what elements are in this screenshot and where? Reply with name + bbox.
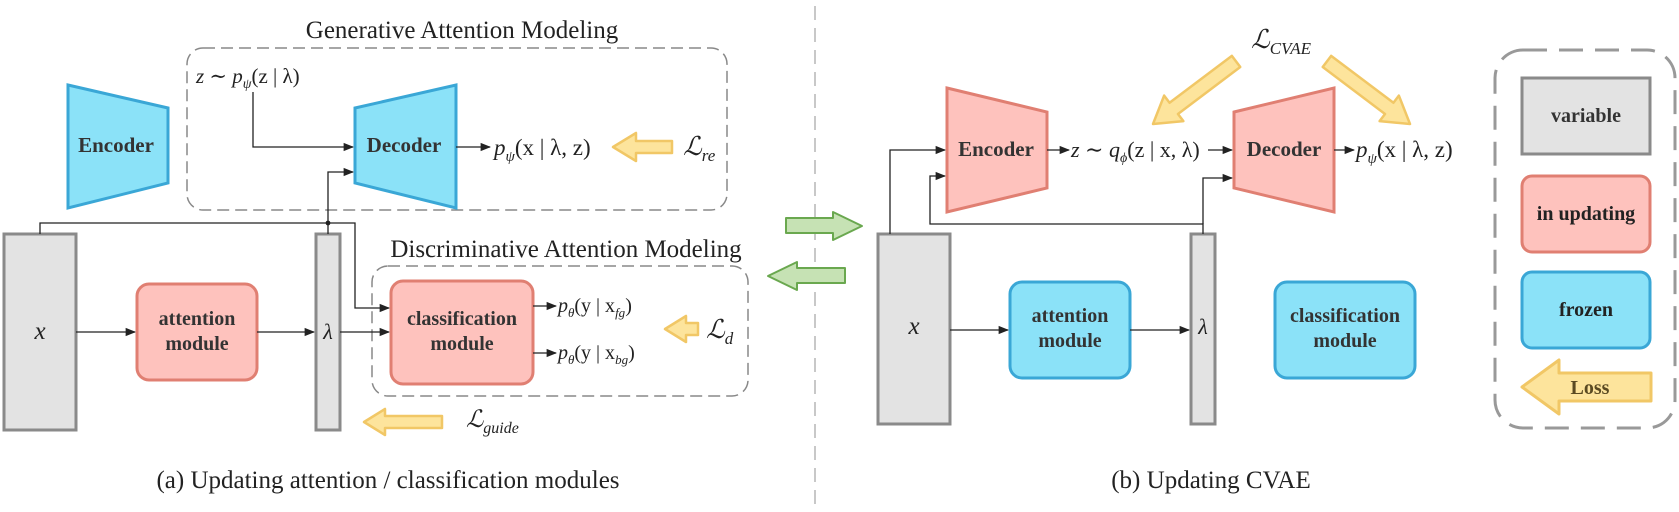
loss-cvae: ℒCVAE bbox=[1251, 25, 1312, 58]
legend-updating-swatch bbox=[1520, 174, 1652, 254]
legend-loss-arrow bbox=[1520, 358, 1653, 416]
legend-frozen-label: frozen bbox=[1559, 299, 1613, 321]
caption-b: (b) Updating CVAE bbox=[1111, 467, 1311, 494]
generative-modeling-box bbox=[186, 47, 728, 211]
legend-updating-label: in updating bbox=[1537, 203, 1635, 225]
prior-equation: z ∼ pψ(z | λ) bbox=[195, 64, 300, 92]
decoder-a bbox=[353, 83, 458, 210]
lambda-to-encoder-line bbox=[929, 171, 1204, 234]
fg-output: pθ(y | xfg) bbox=[556, 295, 632, 320]
legend-variable-label: variable bbox=[1551, 105, 1621, 127]
encoder-b bbox=[945, 86, 1049, 214]
legend-frozen-swatch bbox=[1520, 270, 1652, 350]
loss-re-arrow bbox=[611, 131, 674, 163]
decoder-b bbox=[1232, 86, 1336, 214]
loss-guide: ℒguide bbox=[466, 407, 519, 437]
bg-output: pθ(y | xbg) bbox=[556, 342, 635, 367]
x-to-encoder-line bbox=[889, 145, 947, 234]
lambda-to-decoder-b-line bbox=[1202, 173, 1234, 224]
caption-a: (a) Updating attention / classification … bbox=[156, 467, 619, 494]
decoder-output-a: pψ(x | λ, z) bbox=[492, 135, 591, 165]
discriminative-title: Discriminative Attention Modeling bbox=[390, 236, 742, 263]
lambda-to-decoder-line bbox=[327, 167, 355, 234]
x-variable-b bbox=[876, 232, 952, 426]
legend-box bbox=[1493, 48, 1677, 430]
classification-module-a bbox=[389, 279, 535, 386]
loss-d: ℒd bbox=[706, 315, 734, 348]
classification-module-b bbox=[1273, 280, 1417, 380]
legend: variable in updating frozen Loss bbox=[1493, 48, 1677, 430]
generative-title: Generative Attention Modeling bbox=[306, 17, 619, 44]
panel-a: Generative Attention Modeling Discrimina… bbox=[2, 17, 749, 494]
panel-b: ℒCVAE Encoder Decoder z ∼ qϕ(z | x, λ) p… bbox=[876, 25, 1453, 494]
x-to-classification-line bbox=[39, 222, 391, 313]
loss-d-arrow bbox=[663, 314, 700, 344]
green-arrow-right bbox=[785, 211, 863, 241]
lambda-label-b: λ bbox=[1197, 314, 1208, 339]
loss-re: ℒre bbox=[683, 132, 716, 165]
loss-cvae-arrow-left bbox=[1151, 54, 1242, 126]
green-arrow-left bbox=[767, 261, 846, 291]
decoder-output-b: pψ(x | λ, z) bbox=[1354, 137, 1453, 167]
loss-guide-arrow bbox=[362, 407, 444, 437]
encoder-a-label: Encoder bbox=[78, 133, 154, 157]
posterior-equation: z ∼ qϕ(z | x, λ) bbox=[1070, 137, 1200, 166]
legend-variable-swatch bbox=[1520, 76, 1652, 156]
decoder-b-label: Decoder bbox=[1247, 137, 1322, 161]
prior-to-decoder-arrow bbox=[252, 92, 355, 152]
x-label-b: x bbox=[907, 313, 919, 340]
encoder-a bbox=[66, 83, 170, 210]
encoder-b-label: Encoder bbox=[958, 137, 1034, 161]
decoder-a-label: Decoder bbox=[367, 133, 442, 157]
discriminative-modeling-box bbox=[371, 265, 749, 397]
loss-cvae-arrow-right bbox=[1321, 54, 1412, 126]
attention-module-a bbox=[135, 282, 259, 382]
x-label-a: x bbox=[33, 318, 45, 345]
lambda-label-a: λ bbox=[322, 319, 333, 344]
legend-loss-label: Loss bbox=[1571, 377, 1610, 399]
